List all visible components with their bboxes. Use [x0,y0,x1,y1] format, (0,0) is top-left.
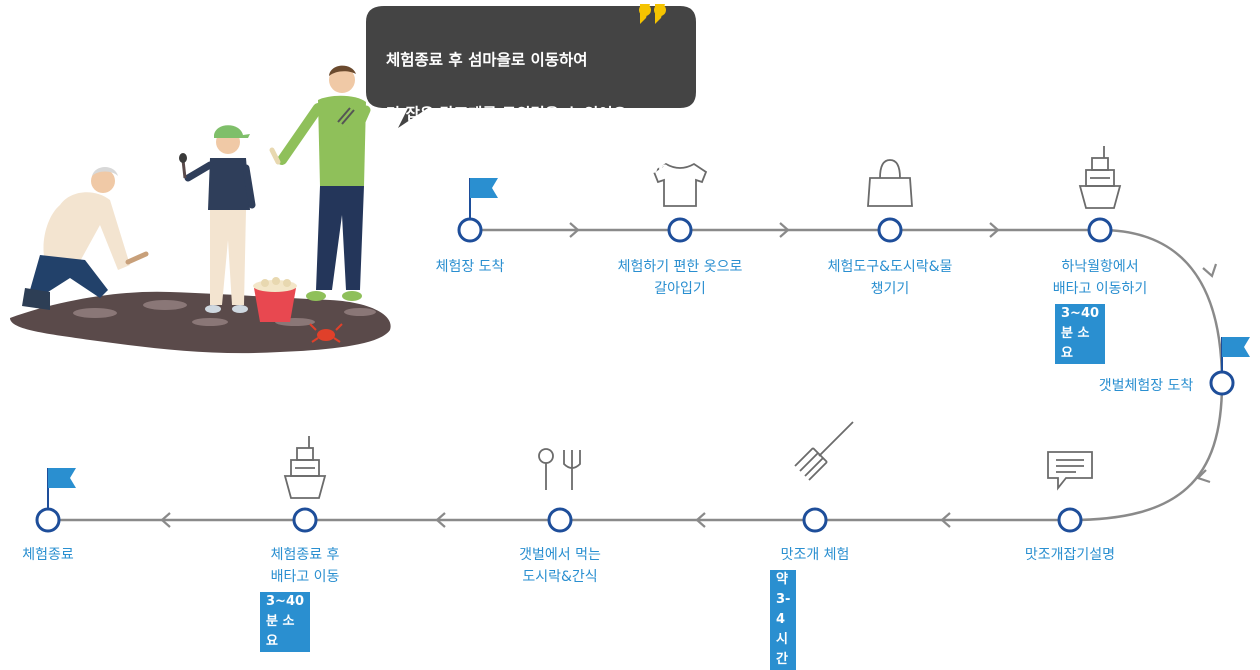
father-figure [269,65,371,301]
step-label: 갯벌에서 먹는 도시락&간식 [519,547,601,585]
duration-badge: 3~40분 소요 [260,592,311,652]
quote-mark-icon [639,4,666,24]
step-label: 맛조개잡기설명 [1024,547,1116,563]
flag-icon [469,178,498,218]
step-node [1057,507,1083,533]
spoon-fork-icon [538,448,581,490]
duration-badge: 3~40분 소요 [1055,304,1106,364]
ship-icon [283,436,327,499]
step-label: 체험종료 [22,547,74,563]
flag-icon [47,468,76,508]
step-node [1209,370,1235,396]
tshirt-icon [652,162,708,207]
bucket-icon [253,277,297,322]
fork-tool-icon [794,421,854,481]
flag-icon [1221,337,1250,377]
crab-icon [309,323,343,343]
step-node [35,507,61,533]
step-node [667,217,693,243]
grandfather-figure [22,167,149,310]
step-label: 체험하기 편한 옷으로 갈아입기 [617,259,743,297]
step-label: 하낙월항에서 배타고 이동하기 [1052,259,1148,297]
step-label: 갯벌체험장 도착 [1098,378,1194,394]
step-label: 체험도구&도시락&물 챙기기 [827,259,953,297]
speech-line-3: 해산물 BBQ 체험장 조성 coming soon [386,159,669,177]
step-label: 맛조개 체험 [780,547,850,563]
chat-icon [1047,451,1093,491]
speech-line-2: 갓 잡은 맛조개를 구워먹을 수 있어요! [386,105,634,123]
child-figure [179,125,256,313]
duration-badge: 약 3-4시간 [770,570,797,670]
step-label: 체험장 도착 [435,259,505,275]
step-node [292,507,318,533]
bag-icon [867,159,913,207]
speech-line-1: 체험종료 후 섬마을로 이동하여 [386,51,588,69]
step-node [457,217,483,243]
process-diagram [10,4,1250,533]
step-node [1087,217,1113,243]
step-node [877,217,903,243]
step-node [547,507,573,533]
step-node [802,507,828,533]
ship-icon [1078,146,1122,209]
speech-bubble-text: 체험종료 후 섬마을로 이동하여 갓 잡은 맛조개를 구워먹을 수 있어요! 해… [386,20,696,209]
speech-bubble [366,6,696,128]
step-label: 체험종료 후 배타고 이동 [270,547,340,585]
